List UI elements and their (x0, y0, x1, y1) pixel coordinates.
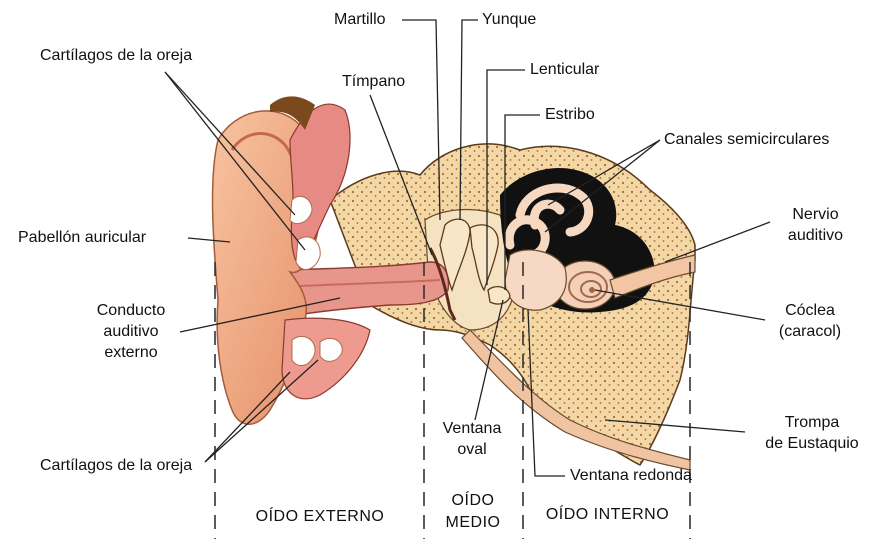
section-oido-interno: OÍDO INTERNO (530, 506, 685, 524)
label-canales-semicirculares: Canales semicirculares (664, 130, 829, 150)
label-cartilagos-top: Cartílagos de la oreja (40, 46, 192, 66)
label-trompa-eustaquio: Trompa de Eustaquio (752, 412, 872, 454)
label-ventana-oval: Ventana oval (432, 418, 512, 460)
label-martillo: Martillo (334, 10, 386, 30)
label-ventana-redonda: Ventana redonda (570, 466, 692, 486)
label-cartilagos-bottom: Cartílagos de la oreja (40, 456, 192, 476)
label-lenticular: Lenticular (530, 60, 599, 80)
section-oido-medio: OÍDO MEDIO (430, 490, 516, 534)
label-coclea: Cóclea (caracol) (770, 300, 850, 342)
label-estribo: Estribo (545, 105, 595, 125)
label-conducto-auditivo: Conducto auditivo externo (86, 300, 176, 363)
vestibule-shape (505, 250, 566, 310)
stapes-shape (488, 287, 510, 304)
section-oido-externo: OÍDO EXTERNO (240, 508, 400, 526)
label-timpano: Tímpano (342, 72, 405, 92)
label-nervio-auditivo: Nervio auditivo (778, 204, 853, 246)
cartilage-white-2 (296, 237, 320, 270)
label-yunque: Yunque (482, 10, 536, 30)
label-pabellon-auricular: Pabellón auricular (18, 228, 146, 248)
